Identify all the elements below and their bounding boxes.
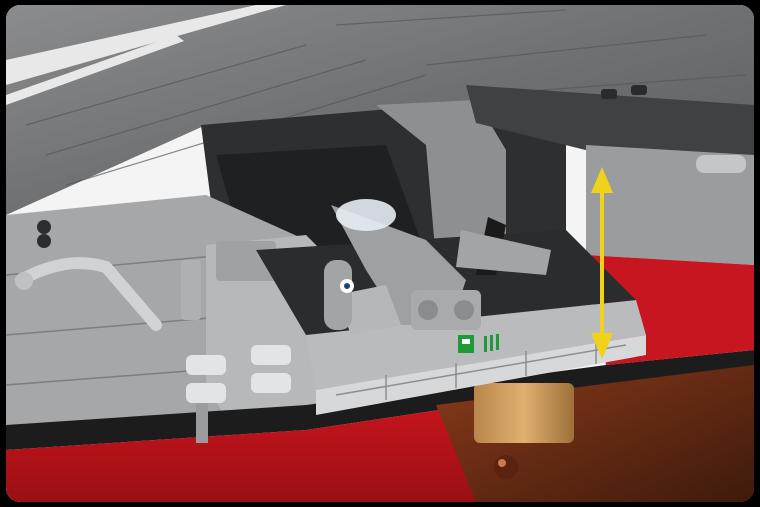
engine-nozzle (454, 300, 474, 320)
deck-stripe (6, 5, 286, 85)
deck-stud (631, 85, 647, 95)
pipe-joint (15, 272, 33, 290)
aircraft-wingtip (324, 260, 352, 330)
support-pillar (474, 383, 574, 443)
deck-stud (37, 220, 51, 234)
pipe-railing (15, 257, 162, 331)
aircraft-canopy (336, 199, 396, 231)
base-stud (498, 459, 506, 467)
elevator-platform-front (316, 335, 646, 415)
hull-side-right (586, 145, 754, 265)
hydraulic-pistons (186, 345, 291, 443)
deck-overhang (466, 85, 754, 170)
aircraft-engine-intake (411, 290, 481, 330)
deck-stud (601, 89, 617, 99)
roundel-center (344, 283, 350, 289)
hangar-wall (376, 100, 506, 260)
mast-post (181, 260, 201, 320)
elevator-travel-arrow-icon (591, 167, 613, 359)
deck-marking (458, 334, 499, 353)
photo (6, 5, 754, 502)
engine-nozzle (418, 300, 438, 320)
aircraft-wing-folded (336, 285, 401, 335)
elevator-platform (306, 300, 646, 390)
deck-stud (37, 234, 51, 248)
carrier-model-illustration (6, 5, 754, 502)
aircraft-stabilizer (456, 230, 551, 275)
deck-stripe (6, 35, 184, 105)
side-pipe (696, 155, 746, 173)
base-stud (494, 455, 518, 479)
jet-aircraft (324, 199, 551, 335)
